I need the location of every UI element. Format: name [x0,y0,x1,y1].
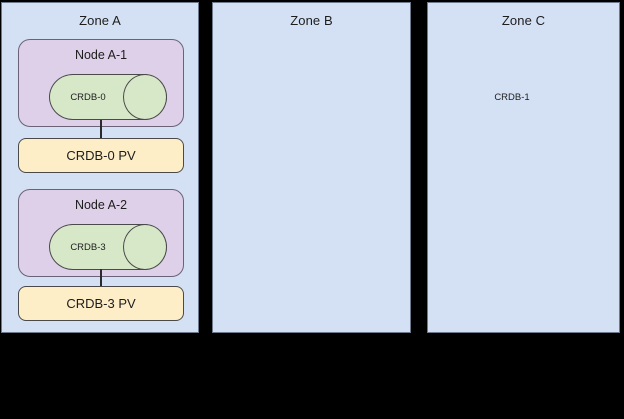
node-label-a-2: Node A-2 [74,198,128,212]
node-box-a-1[interactable]: Node A-1 CRDB-0 [18,39,184,127]
zone-title-c: Zone C [501,13,546,28]
database-cylinder-crdb-0[interactable]: CRDB-0 [49,74,167,120]
cylinder-cap [123,74,167,120]
pv-box-crdb-0[interactable]: CRDB-0 PV [18,138,184,173]
database-cylinder-crdb-1[interactable]: CRDB-1 [473,74,591,120]
connector-a-1 [100,120,102,139]
database-label-crdb-0: CRDB-0 [70,91,106,103]
node-label-a-1: Node A-1 [74,48,128,62]
node-box-a-2[interactable]: Node A-2 CRDB-3 [18,189,184,277]
database-label-crdb-1: CRDB-1 [494,91,530,103]
zone-container-c: Zone C Node C-1 CRDB-2 CRDB-2 PV CRDB-5 … [427,2,620,333]
database-cylinder-crdb-3[interactable]: CRDB-3 [49,224,167,270]
database-label-crdb-3: CRDB-3 [70,241,106,253]
zone-container-b: Zone B Node B-1 CRDB-1 CRDB-1 PV Node B-… [212,2,608,333]
zone-container-a: Zone A Node A-1 CRDB-0 CRDB-0 PV Node A-… [1,2,199,333]
pv-box-crdb-3[interactable]: CRDB-3 PV [18,286,184,321]
zone-title-b: Zone B [290,13,333,28]
zone-title-a: Zone A [79,13,121,28]
connector-a-2 [100,269,102,287]
cylinder-cap [123,224,167,270]
